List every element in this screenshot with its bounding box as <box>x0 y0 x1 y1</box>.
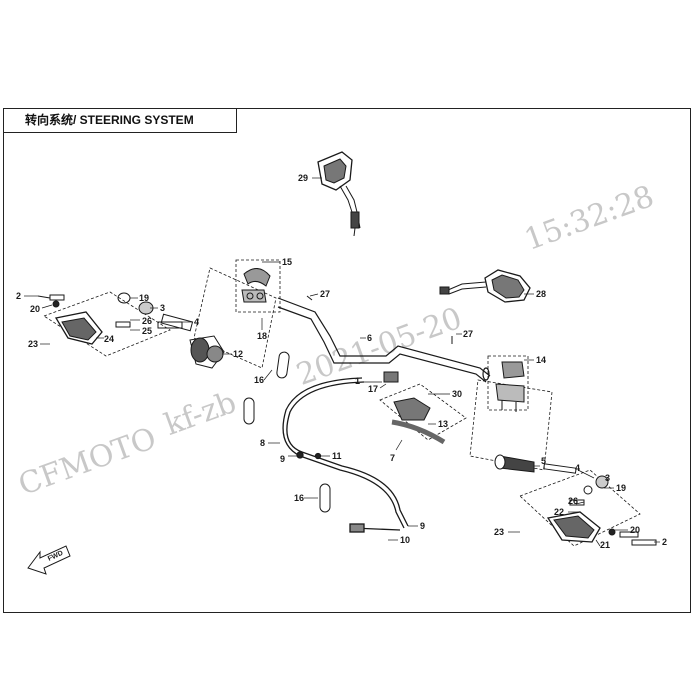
callout-4-left: 4 <box>194 317 199 327</box>
callout-6: 6 <box>367 333 372 343</box>
callout-7: 7 <box>390 453 395 463</box>
callout-14: 14 <box>536 355 546 365</box>
callout-22: 22 <box>554 507 564 517</box>
callout-1: 1 <box>355 376 360 386</box>
callout-3-right: 3 <box>605 473 610 483</box>
callout-30: 30 <box>452 389 462 399</box>
callout-23-right: 23 <box>494 527 504 537</box>
callout-11: 11 <box>332 451 342 461</box>
callout-21: 21 <box>600 540 610 550</box>
callout-4-right: 4 <box>575 463 580 473</box>
hand-guard-left-part <box>37 292 183 345</box>
forward-arrow-icon: FWD <box>27 545 71 575</box>
callout-17: 17 <box>368 384 378 394</box>
callout-15: 15 <box>282 257 292 267</box>
callout-16-lower: 16 <box>294 493 304 503</box>
brake-master-cylinder-part <box>383 371 446 445</box>
callout-2-right: 2 <box>662 537 667 547</box>
handlebar-part <box>277 297 491 383</box>
callout-3-left: 3 <box>160 303 165 313</box>
callout-10: 10 <box>400 535 410 545</box>
callout-27-lower: 27 <box>463 329 473 339</box>
callout-5: 5 <box>541 456 546 466</box>
callout-9-lower: 9 <box>420 521 425 531</box>
callout-8: 8 <box>260 438 265 448</box>
throttle-housing-part <box>160 313 225 369</box>
callout-27-upper: 27 <box>320 289 330 299</box>
callout-9-upper: 9 <box>280 454 285 464</box>
mirror-right-part <box>439 269 531 303</box>
callout-20-right: 20 <box>630 525 640 535</box>
cable-bracket-part <box>243 351 331 513</box>
callout-19-left: 19 <box>139 293 149 303</box>
callout-12: 12 <box>233 349 243 359</box>
diagram-title: 转向系统/ STEERING SYSTEM <box>3 108 237 133</box>
mirror-left-part <box>317 151 361 237</box>
switch-housing-left-part <box>241 268 271 303</box>
callout-26-left: 26 <box>142 316 152 326</box>
callout-2-left: 2 <box>16 291 21 301</box>
callout-13: 13 <box>438 419 448 429</box>
callout-18: 18 <box>257 331 267 341</box>
callout-23-left: 23 <box>28 339 38 349</box>
callout-24: 24 <box>104 334 114 344</box>
callout-20-left: 20 <box>30 304 40 314</box>
grip-right-part <box>494 454 577 474</box>
switch-housing-right-part <box>495 361 525 412</box>
brake-hose-part <box>282 377 409 533</box>
hand-guard-right-part <box>546 475 657 546</box>
callout-29: 29 <box>298 173 308 183</box>
callout-26-right: 26 <box>568 496 578 506</box>
callout-16-upper: 16 <box>254 375 264 385</box>
callout-28: 28 <box>536 289 546 299</box>
callout-25: 25 <box>142 326 152 336</box>
diagram-frame <box>3 108 691 613</box>
callout-19-right: 19 <box>616 483 626 493</box>
